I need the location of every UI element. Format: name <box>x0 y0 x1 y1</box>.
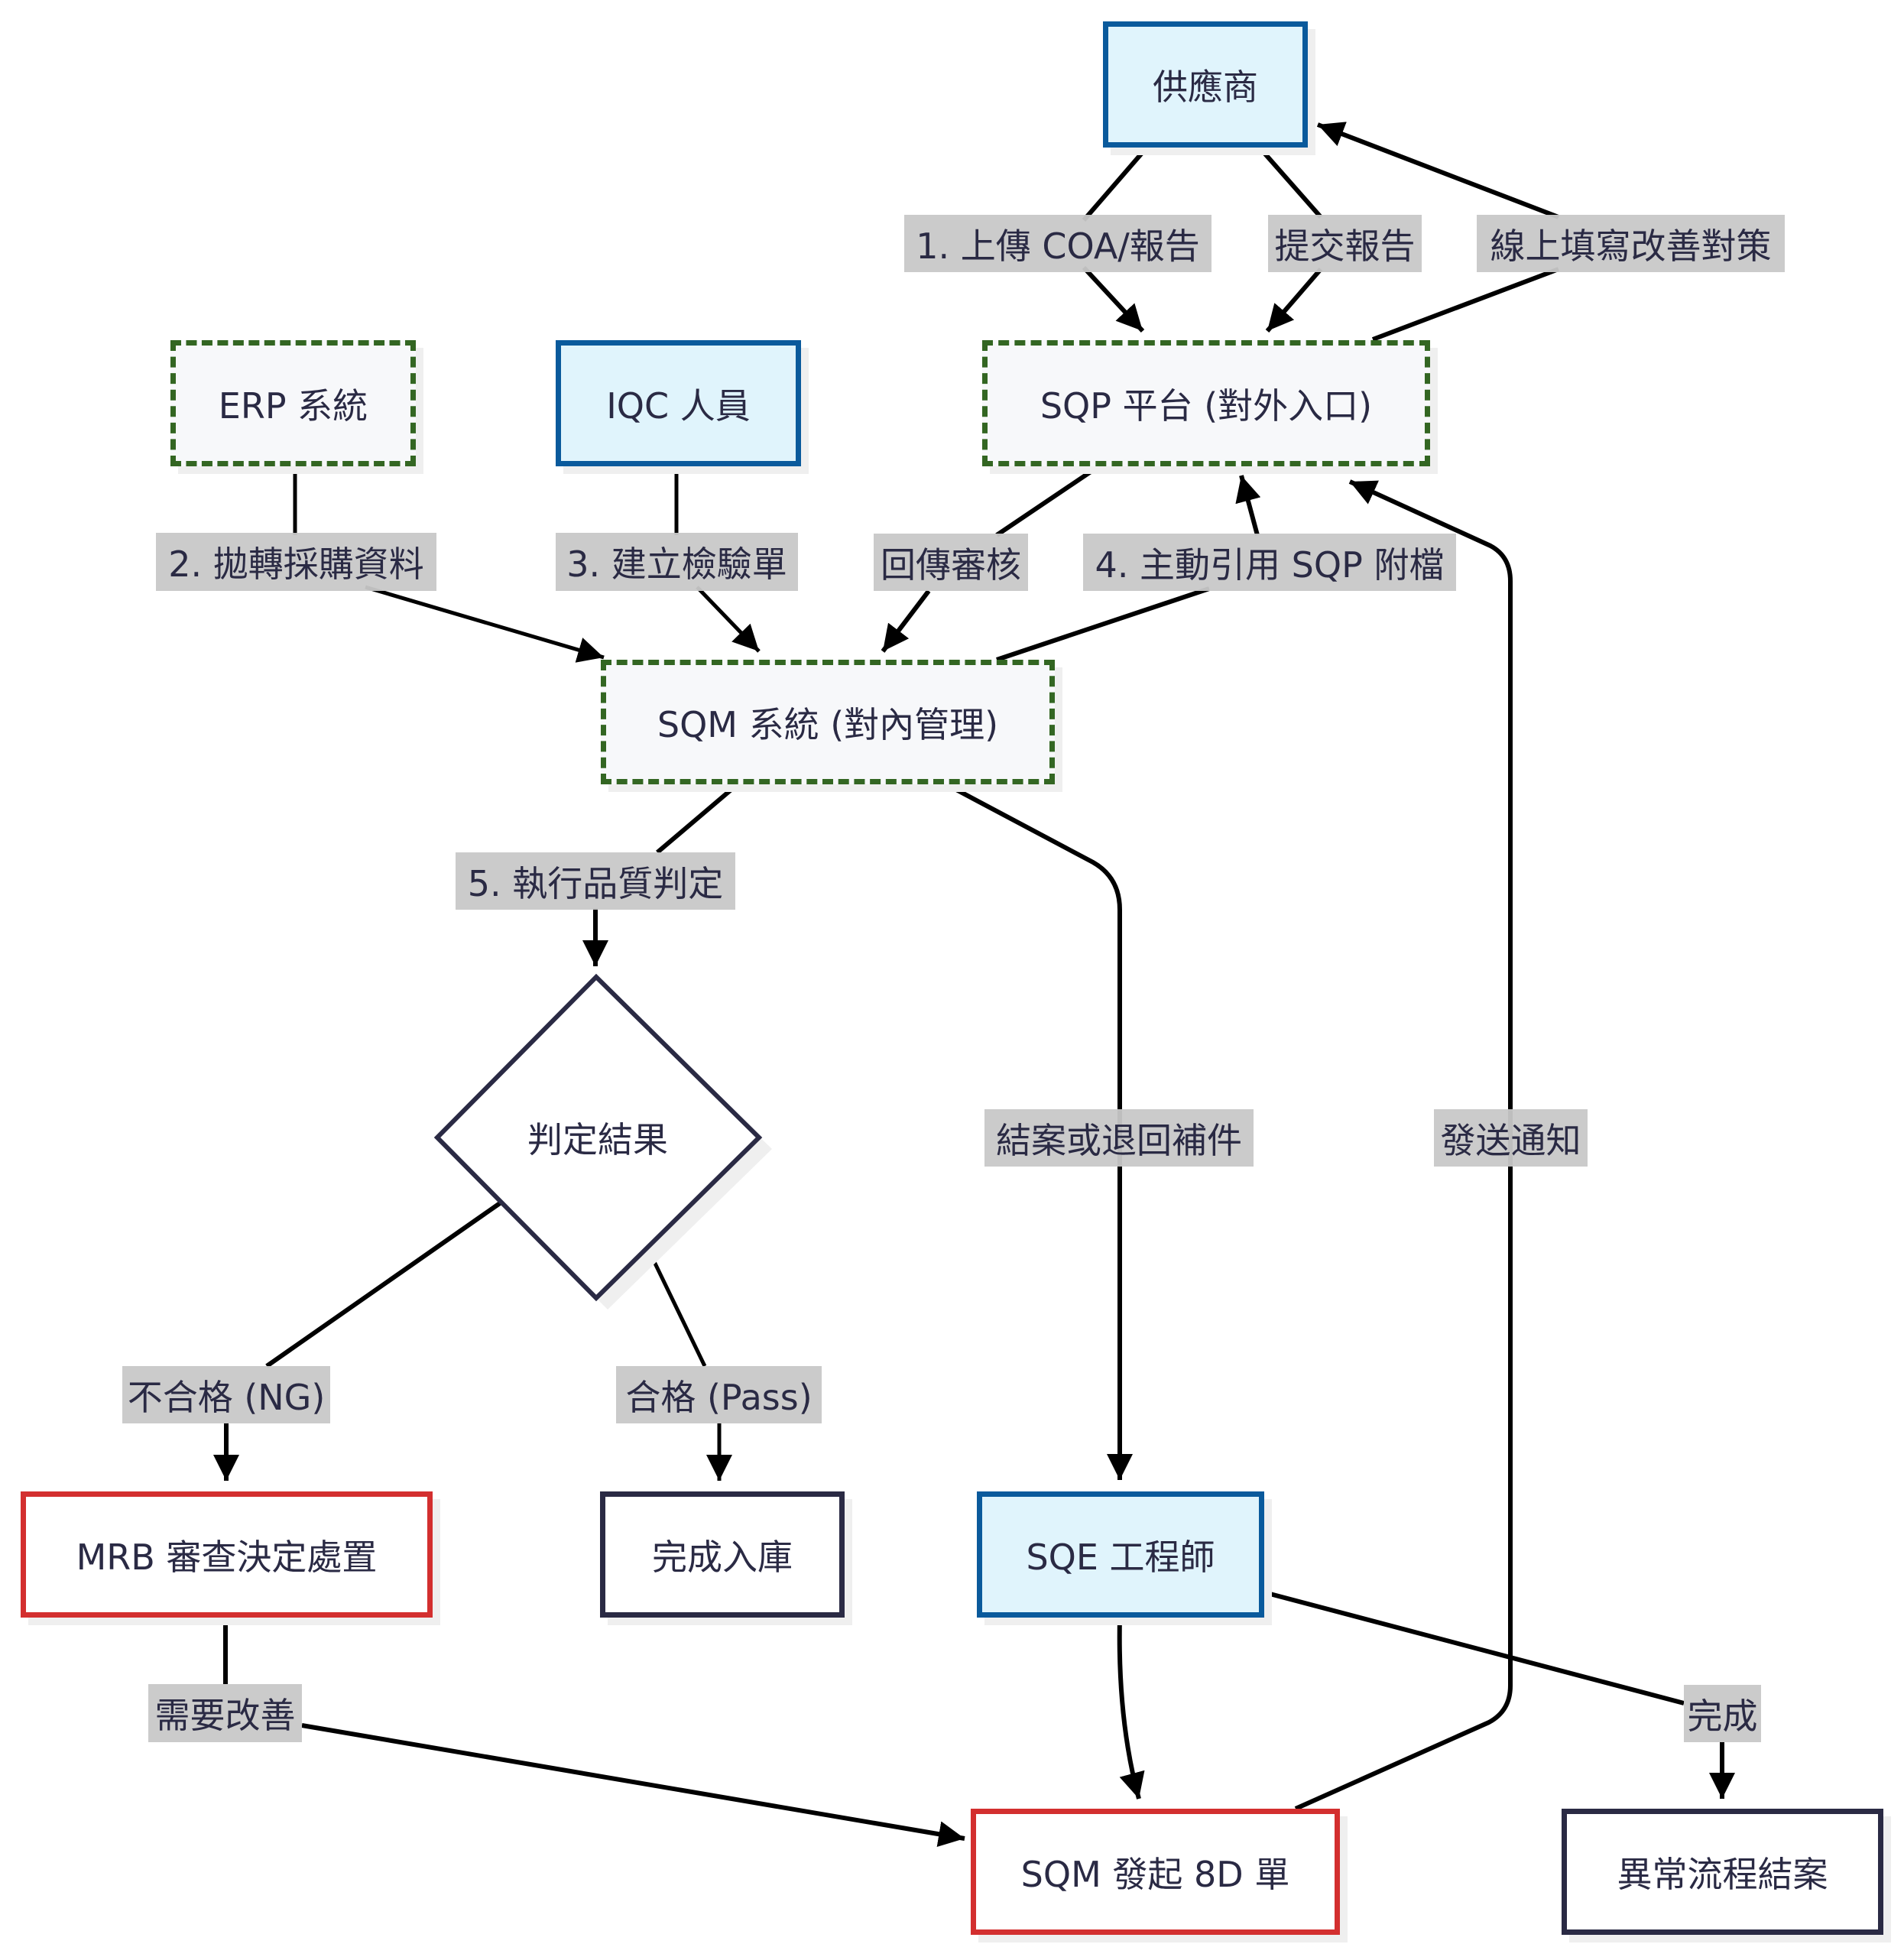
edge-label-submit: 提交報告 <box>1268 215 1422 272</box>
edge-submit <box>1258 144 1323 331</box>
node-label: 供應商 <box>1153 66 1258 108</box>
edge-label-countermeasure: 線上填寫改善對策 <box>1477 215 1785 272</box>
edge-label-attach: 4. 主動引用 SQP 附檔 <box>1083 534 1456 591</box>
edge-label-pass: 合格 (Pass) <box>616 1366 822 1423</box>
node-sqp-platform[interactable]: SQP 平台 (對外入口) <box>982 340 1430 466</box>
edge-label-judge: 5. 執行品質判定 <box>456 852 735 910</box>
edge-done <box>1263 1590 1722 1799</box>
node-stock-in[interactable]: 完成入庫 <box>600 1491 845 1618</box>
edge-label-ng: 不合格 (NG) <box>122 1366 330 1423</box>
edge-label-closeout: 結案或退回補件 <box>984 1109 1254 1167</box>
edge-review <box>883 463 1101 651</box>
edge-countermeasure <box>1318 125 1560 342</box>
edge-upload <box>1082 144 1148 331</box>
node-exception-close[interactable]: 異常流程結案 <box>1562 1809 1883 1935</box>
node-8d-report[interactable]: SQM 發起 8D 單 <box>971 1809 1340 1935</box>
node-iqc-staff[interactable]: IQC 人員 <box>556 340 801 466</box>
node-mrb-review[interactable]: MRB 審查決定處置 <box>21 1491 433 1618</box>
edge-label-done: 完成 <box>1684 1685 1761 1742</box>
decision-diamond[interactable] <box>433 973 763 1302</box>
edge-improve <box>223 1618 965 1839</box>
edge-label-transfer: 2. 拋轉採購資料 <box>156 533 436 591</box>
edge-transfer <box>293 465 604 657</box>
node-label: SQE 工程師 <box>1026 1536 1215 1578</box>
node-label: IQC 人員 <box>606 385 751 427</box>
edge-closeout <box>943 781 1133 1480</box>
edge-ng <box>226 1201 501 1481</box>
node-label: MRB 審查決定處置 <box>76 1536 378 1578</box>
edge-inspection <box>674 467 759 651</box>
edge-judge <box>595 781 740 966</box>
node-supplier[interactable]: 供應商 <box>1103 21 1308 148</box>
edge-sqe-d8 <box>1117 1617 1145 1800</box>
decision-label: 判定結果 <box>527 1119 668 1160</box>
edge-label-upload: 1. 上傳 COA/報告 <box>904 215 1211 272</box>
edge-label-improve: 需要改善 <box>148 1684 302 1742</box>
edge-label-inspection: 3. 建立檢驗單 <box>556 533 798 591</box>
node-label: SQM 系統 (對內管理) <box>657 703 999 745</box>
node-label: SQP 平台 (對外入口) <box>1040 385 1373 427</box>
edge-label-notify: 發送通知 <box>1434 1109 1588 1167</box>
node-label: 完成入庫 <box>652 1536 793 1578</box>
edge-pass <box>645 1246 719 1481</box>
node-sqe-engineer[interactable]: SQE 工程師 <box>977 1491 1264 1618</box>
node-label: ERP 系統 <box>218 385 368 427</box>
edge-label-review: 回傳審核 <box>874 534 1028 591</box>
node-label: 異常流程結案 <box>1617 1853 1828 1895</box>
edge-attach <box>996 475 1257 662</box>
node-sqm-system[interactable]: SQM 系統 (對內管理) <box>601 660 1055 784</box>
node-erp-system[interactable]: ERP 系統 <box>170 340 416 466</box>
node-label: SQM 發起 8D 單 <box>1020 1853 1290 1895</box>
